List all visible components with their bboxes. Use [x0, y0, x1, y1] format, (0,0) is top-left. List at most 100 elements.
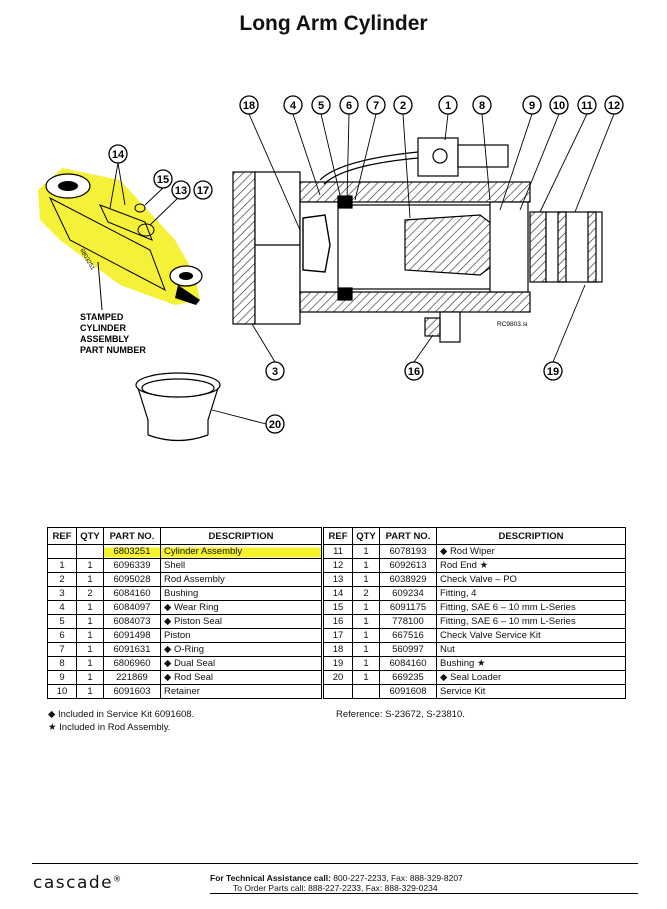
cell-part-no: 560997 — [379, 642, 437, 657]
cell-qty: 1 — [76, 600, 104, 615]
header-part-no: PART NO. — [379, 527, 437, 545]
cell-part-no: 778100 — [379, 614, 437, 629]
cell-ref — [47, 544, 77, 559]
cell-qty: 1 — [76, 642, 104, 657]
cylinder-cutaway — [232, 137, 603, 343]
cell-part-no: 6084097 — [103, 600, 161, 615]
callout-19: 19 — [543, 361, 563, 381]
cell-description: ◆ Wear Ring — [160, 600, 322, 615]
cell-part-no: 6806960 — [103, 656, 161, 671]
callout-label: 13 — [175, 185, 187, 197]
cell-description: Fitting, SAE 6 – 10 mm L-Series — [436, 600, 626, 615]
callout-13: 13 — [171, 180, 191, 200]
cell-qty: 1 — [352, 670, 380, 685]
page-title: Long Arm Cylinder — [239, 12, 428, 35]
cell-description: ◆ Dual Seal — [160, 656, 322, 671]
cell-ref: 12 — [323, 558, 353, 573]
header-part-no: PART NO. — [103, 527, 161, 545]
cell-part-no: 6091175 — [379, 600, 437, 615]
cell-part-no: 6084073 — [103, 614, 161, 629]
leader-lines — [109, 113, 615, 425]
cell-ref — [323, 684, 353, 699]
cell-part-no: 6096339 — [103, 558, 161, 573]
callout-label: 9 — [529, 100, 535, 112]
cell-ref: 1 — [47, 558, 77, 573]
cell-ref: 6 — [47, 628, 77, 643]
cell-ref: 15 — [323, 600, 353, 615]
cell-description: Check Valve Service Kit — [436, 628, 626, 643]
cell-qty: 1 — [76, 628, 104, 643]
parts-table-header: REF QTY PART NO. DESCRIPTION REF QTY PAR… — [47, 527, 626, 545]
stamp-label-line: STAMPED — [80, 312, 124, 322]
tech-assistance-numbers: 800-227-2233, Fax: 888-329-8207 — [330, 873, 463, 883]
cell-description: ◆ O-Ring — [160, 642, 322, 657]
cell-ref: 7 — [47, 642, 77, 657]
callout-label: 18 — [243, 100, 255, 112]
cell-part-no: 6095028 — [103, 572, 161, 587]
header-ref: REF — [323, 527, 353, 545]
cell-part-no: 6084160 — [379, 656, 437, 671]
cell-part-no: 6084160 — [103, 586, 161, 601]
header-description: DESCRIPTION — [160, 527, 322, 545]
cell-qty: 1 — [352, 558, 380, 573]
cell-part-no: 6092613 — [379, 558, 437, 573]
logo-text: cascade — [33, 873, 114, 893]
callout-label: 14 — [112, 149, 125, 161]
cell-part-no: 667516 — [379, 628, 437, 643]
callout-label: 11 — [581, 100, 593, 112]
callout-15: 15 — [153, 169, 173, 189]
cell-ref: 13 — [323, 572, 353, 587]
cell-ref: 20 — [323, 670, 353, 685]
callout-16: 16 — [404, 361, 424, 381]
cell-ref: 16 — [323, 614, 353, 629]
cell-description: Nut — [436, 642, 626, 657]
cell-description: Check Valve – PO — [436, 572, 626, 587]
cell-ref: 8 — [47, 656, 77, 671]
callout-label: 17 — [197, 185, 209, 197]
cell-part-no: 6803251 — [103, 544, 161, 559]
cell-qty — [76, 544, 104, 559]
cell-description: Fitting, SAE 6 – 10 mm L-Series — [436, 614, 626, 629]
cell-description: Cylinder Assembly — [160, 544, 322, 559]
cell-qty: 1 — [76, 572, 104, 587]
cell-qty: 1 — [76, 558, 104, 573]
cylinder-perspective: 6803251 — [38, 168, 203, 311]
cell-description: Rod End ★ — [436, 558, 626, 573]
cell-part-no: 609234 — [379, 586, 437, 601]
callout-18: 18 — [239, 95, 259, 115]
callout-label: 7 — [373, 100, 379, 112]
cell-description: ◆ Piston Seal — [160, 614, 322, 629]
cell-ref: 2 — [47, 572, 77, 587]
callout-4: 4 — [283, 95, 303, 115]
footer-divider — [210, 893, 638, 894]
header-qty: QTY — [76, 527, 104, 545]
cell-description: Service Kit — [436, 684, 626, 699]
callout-label: 12 — [608, 100, 620, 112]
note-rod-assembly: ★ Included in Rod Assembly. — [48, 722, 171, 733]
cell-part-no: 669235 — [379, 670, 437, 685]
cell-qty: 1 — [76, 684, 104, 699]
cell-qty: 1 — [352, 642, 380, 657]
cell-description: ◆ Rod Seal — [160, 670, 322, 685]
callout-9: 9 — [522, 95, 542, 115]
callout-label: 4 — [290, 100, 297, 112]
cell-qty: 2 — [352, 586, 380, 601]
exploded-parts-diagram: 6803251 STAMPED CYLINDER ASSEMBLY PART N… — [38, 95, 624, 442]
parts-table: REF QTY PART NO. DESCRIPTION REF QTY PAR… — [47, 527, 626, 699]
cell-ref: 14 — [323, 586, 353, 601]
cell-qty: 1 — [76, 656, 104, 671]
header-description: DESCRIPTION — [436, 527, 626, 545]
callout-8: 8 — [472, 95, 492, 115]
cell-qty: 1 — [352, 656, 380, 671]
callout-label: 16 — [408, 366, 420, 378]
cell-part-no: 6091631 — [103, 642, 161, 657]
note-service-kit: ◆ Included in Service Kit 6091608. — [48, 709, 195, 720]
cascade-logo: cascade® — [33, 873, 123, 893]
callout-10: 10 — [549, 95, 569, 115]
